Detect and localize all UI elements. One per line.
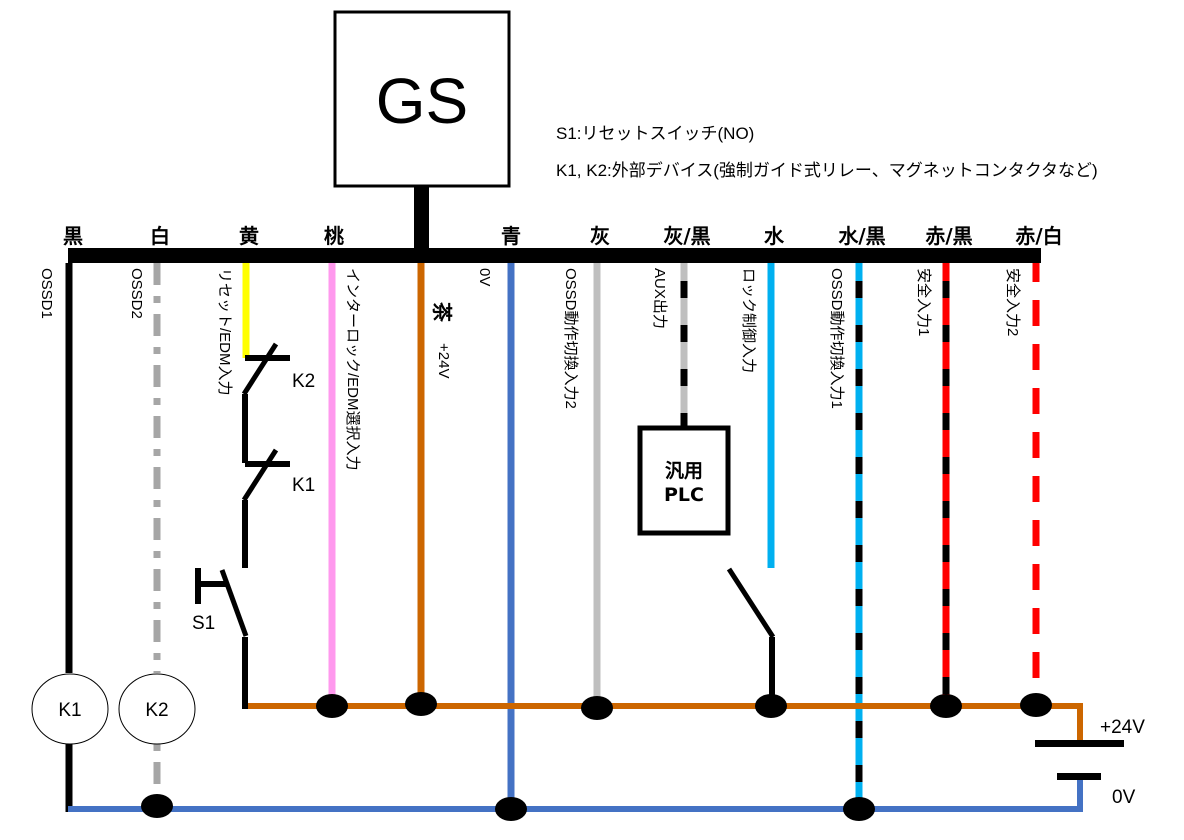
wire-color-label: 赤/白 (1015, 224, 1062, 248)
wire-function-label: インターロック/EDM選択入力 (344, 268, 361, 471)
wire-color-label: 黄 (239, 224, 259, 248)
wire-function-label: ロック制御入力 (740, 268, 757, 373)
main-cable-bus (68, 248, 1041, 263)
k2-nc-contact: K2 (241, 342, 315, 396)
k2-coil-circle (118, 673, 196, 745)
k1-nc-contact: K1 (241, 448, 315, 502)
note-s1: S1:リセットスイッチ(NO) (556, 124, 754, 143)
zero-v-rail (68, 777, 1083, 812)
wire-function-label: 0V (476, 268, 493, 286)
gs-device-box (333, 10, 511, 188)
zero-v-rail-line (68, 777, 1083, 812)
k1-coil-circle (31, 673, 109, 745)
junction-dot (1020, 693, 1052, 717)
wire-function-label: 安全入力1 (915, 268, 933, 336)
brown-function-label: +24V (435, 343, 452, 378)
wire-color-label: 水 (764, 224, 785, 248)
wire-function-labels: OSSD1 OSSD2 リセット/EDM入力 インターロック/EDM選択入力 茶 +24V… (38, 268, 1022, 471)
junction-dot (755, 694, 787, 718)
wire-color-label: 灰 (590, 224, 610, 248)
gs-cable (414, 186, 429, 252)
note-k1-k2: K1, K2:外部デバイス(強制ガイド式リレー、マグネットコンタクタなど) (556, 160, 1098, 180)
junction-dot (581, 696, 613, 720)
battery-minus-plate (1057, 773, 1101, 780)
wire-function-label: OSSD動作切換入力2 (562, 268, 579, 409)
wire-function-label: リセット/EDM入力 (216, 268, 233, 396)
wire-function-label: OSSD動作切換入力1 (828, 268, 845, 409)
k1-contact-label: K1 (292, 475, 315, 496)
battery-plus-plate (1035, 740, 1124, 747)
wire-color-label: 青 (501, 224, 521, 248)
junction-dot (843, 797, 875, 821)
wire-function-label: OSSD2 (128, 268, 145, 319)
plc-output-contact (726, 567, 776, 706)
wire-function-label: 安全入力2 (1004, 268, 1022, 336)
wire-color-label: 赤/黒 (925, 224, 972, 248)
plus24v-rail-line (244, 703, 1083, 742)
wire-color-label: 桃 (324, 224, 344, 248)
s1-label: S1 (192, 613, 215, 634)
wires (65, 263, 1040, 812)
k1-coil-label: K1 (58, 700, 81, 721)
s1-reset-switch: S1 (192, 568, 249, 637)
wire-function-label: 茶 +24V (430, 302, 454, 378)
k1-coil: K1 (31, 673, 109, 745)
plus24v-label: +24V (1100, 717, 1145, 738)
junction-dot (316, 694, 348, 718)
dc-power-supply: +24V 0V (1035, 717, 1145, 808)
plc-label-line2: PLC (664, 484, 704, 506)
wire-color-labels: 黒 白 黄 桃 青 灰 灰/黒 水 水/黒 赤/黒 赤/白 (63, 224, 1063, 248)
wire-function-label: AUX出力 (651, 268, 668, 329)
general-plc: 汎用 PLC (637, 425, 731, 536)
gs-device: GS (333, 10, 511, 252)
k2-coil-label: K2 (145, 700, 168, 721)
wire-function-label: OSSD1 (38, 268, 55, 319)
plc-box (637, 425, 731, 536)
junction-dot (495, 797, 527, 821)
wire-color-label: 水/黒 (838, 224, 885, 248)
edm-reset-circuit: K2 K1 S1 (192, 342, 315, 709)
k2-coil: K2 (118, 673, 196, 745)
plus24v-rail (244, 703, 1083, 742)
wire-color-label: 白 (150, 224, 170, 248)
gs-device-label: GS (376, 65, 468, 137)
wire-color-label: 灰/黒 (663, 224, 710, 248)
plc-label-line1: 汎用 (665, 459, 703, 482)
junction-dot (930, 694, 962, 718)
zero-v-label: 0V (1112, 787, 1136, 808)
wire-color-label: 黒 (63, 224, 83, 248)
junction-dot (405, 692, 437, 716)
brown-color-label: 茶 (430, 302, 454, 323)
junctions (141, 692, 1052, 821)
junction-dot (141, 794, 173, 818)
k2-contact-label: K2 (292, 371, 315, 392)
